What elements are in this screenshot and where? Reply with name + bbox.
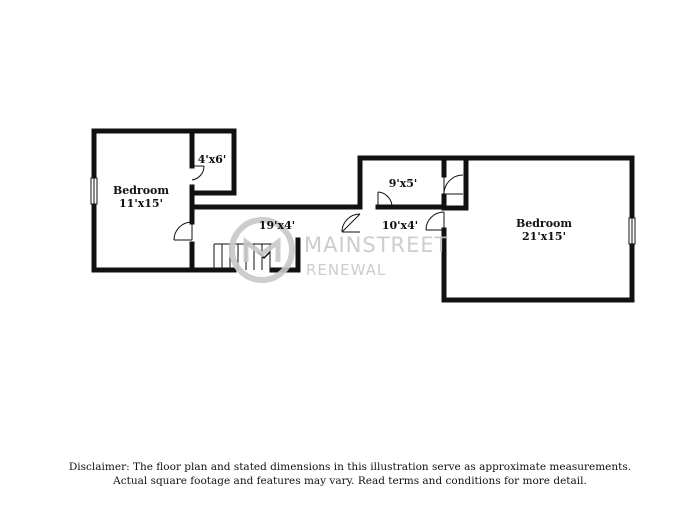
disclaimer-line1: Disclaimer: The floor plan and stated di… bbox=[68, 461, 632, 473]
closet-small-dim: 4'x6' bbox=[198, 153, 227, 166]
bedroom-left-name: Bedroom bbox=[113, 184, 169, 197]
disclaimer-line2: Actual square footage and features may v… bbox=[113, 475, 587, 487]
bedroom-right-name: Bedroom bbox=[516, 217, 572, 230]
door-closet-small bbox=[191, 165, 205, 181]
door-bedroom-right bbox=[425, 211, 445, 231]
disclaimer: Disclaimer: The floor plan and stated di… bbox=[0, 460, 700, 488]
watermark-line1: MAINSTREET bbox=[304, 233, 449, 257]
window-left bbox=[90, 177, 98, 205]
door-closet-right bbox=[443, 174, 464, 195]
hall-dim: 19'x4' bbox=[259, 219, 295, 232]
door-hall-mid bbox=[341, 213, 361, 233]
bedroom-right-dim: 21'x15' bbox=[522, 230, 566, 243]
bedroom-left-walls bbox=[91, 128, 237, 273]
stairs bbox=[213, 243, 272, 270]
window-right bbox=[628, 217, 636, 245]
watermark-line2: RENEWAL bbox=[306, 261, 386, 279]
closet-mid-dim: 9'x5' bbox=[389, 177, 418, 190]
watermark-logo: MAINSTREET RENEWAL bbox=[229, 217, 449, 283]
hall-right-dim: 10'x4' bbox=[382, 219, 418, 232]
door-bedroom-left bbox=[173, 221, 193, 241]
closet-mid-walls bbox=[357, 155, 635, 211]
door-closet-mid bbox=[377, 191, 393, 208]
bedroom-left-dim: 11'x15' bbox=[119, 197, 163, 210]
